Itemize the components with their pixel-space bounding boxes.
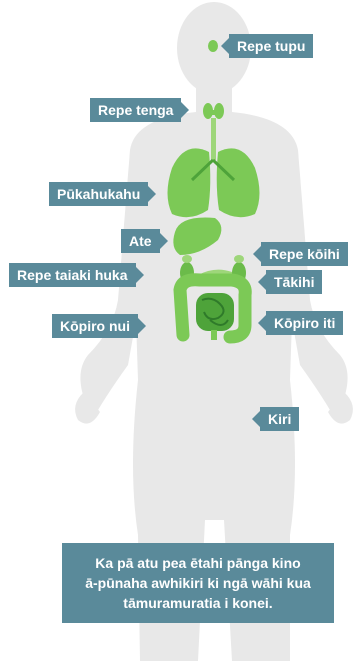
label-kidneys: Tākihi bbox=[266, 270, 322, 294]
note-line-1: Ka pā atu pea ētahi pānga kino bbox=[85, 553, 311, 573]
label-pancreas: Repe taiaki huka bbox=[9, 263, 136, 287]
label-adrenal: Repe kōihi bbox=[261, 242, 348, 266]
label-skin: Kiri bbox=[260, 407, 299, 431]
label-thyroid: Repe tenga bbox=[90, 98, 181, 122]
left-adrenal bbox=[182, 255, 192, 263]
note-line-2: ā-pūnaha awhikiri ki ngā wāhi kua bbox=[85, 573, 311, 593]
label-large-intestine: Kōpiro nui bbox=[52, 314, 138, 338]
label-small-intestine: Kōpiro iti bbox=[266, 311, 343, 335]
label-pituitary: Repe tupu bbox=[229, 34, 313, 58]
label-lungs: Pūkahukahu bbox=[49, 182, 148, 206]
right-adrenal bbox=[234, 255, 244, 263]
note-line-3: tāmuramuratia i konei. bbox=[85, 593, 311, 613]
trachea bbox=[211, 118, 216, 160]
small-intestine bbox=[196, 293, 234, 331]
info-note: Ka pā atu pea ētahi pānga kino ā-pūnaha … bbox=[62, 543, 334, 623]
label-liver: Ate bbox=[121, 229, 160, 253]
pituitary-gland bbox=[208, 40, 218, 52]
